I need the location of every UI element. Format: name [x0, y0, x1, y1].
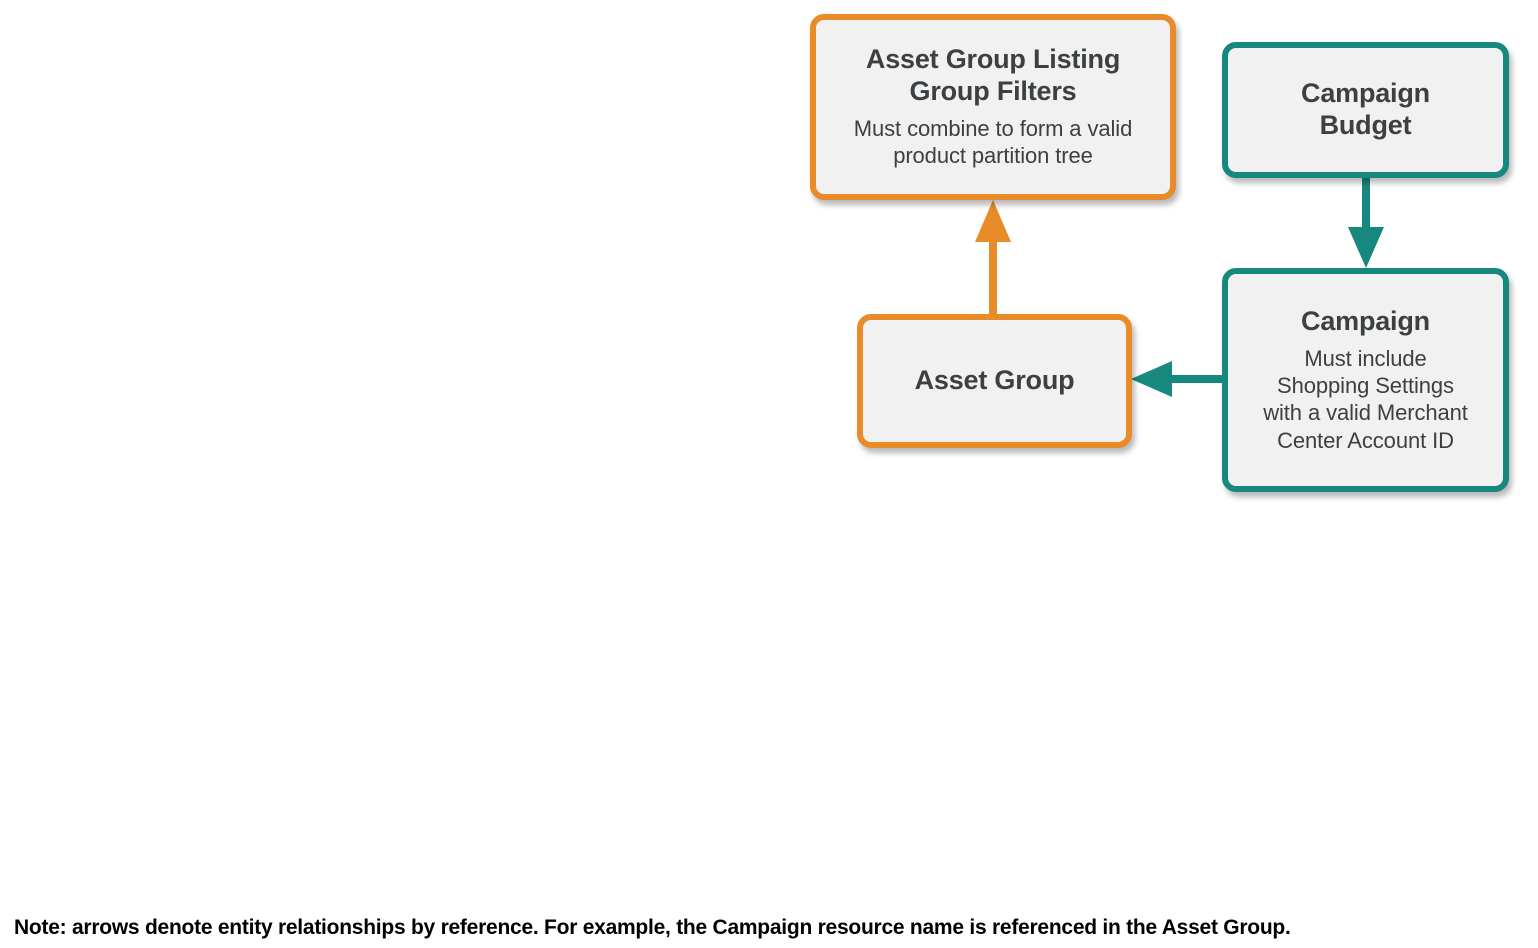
arrow-campaign-budget-to-campaign [1348, 176, 1384, 268]
footer-note: Note: arrows denote entity relationships… [14, 916, 1291, 939]
node-title: Campaign Budget [1301, 78, 1430, 140]
node-title: Asset Group [914, 365, 1075, 396]
node-title: Campaign [1301, 306, 1430, 337]
node-title: Asset Group Listing Group Filters [865, 44, 1121, 107]
node-asset-group-listing-group-filters[interactable]: Asset Group Listing Group Filters Must c… [810, 14, 1176, 200]
node-campaign[interactable]: Campaign Must include Shopping Settings … [1222, 268, 1509, 492]
arrow-campaign-to-asset-group [1131, 361, 1222, 397]
arrow-asset-group-to-listing-group-filters [975, 200, 1011, 318]
node-campaign-budget[interactable]: Campaign Budget [1222, 42, 1509, 178]
node-asset-group[interactable]: Asset Group [857, 314, 1132, 448]
node-description: Must combine to form a valid product par… [853, 116, 1133, 169]
node-description: Must include Shopping Settings with a va… [1263, 345, 1468, 453]
